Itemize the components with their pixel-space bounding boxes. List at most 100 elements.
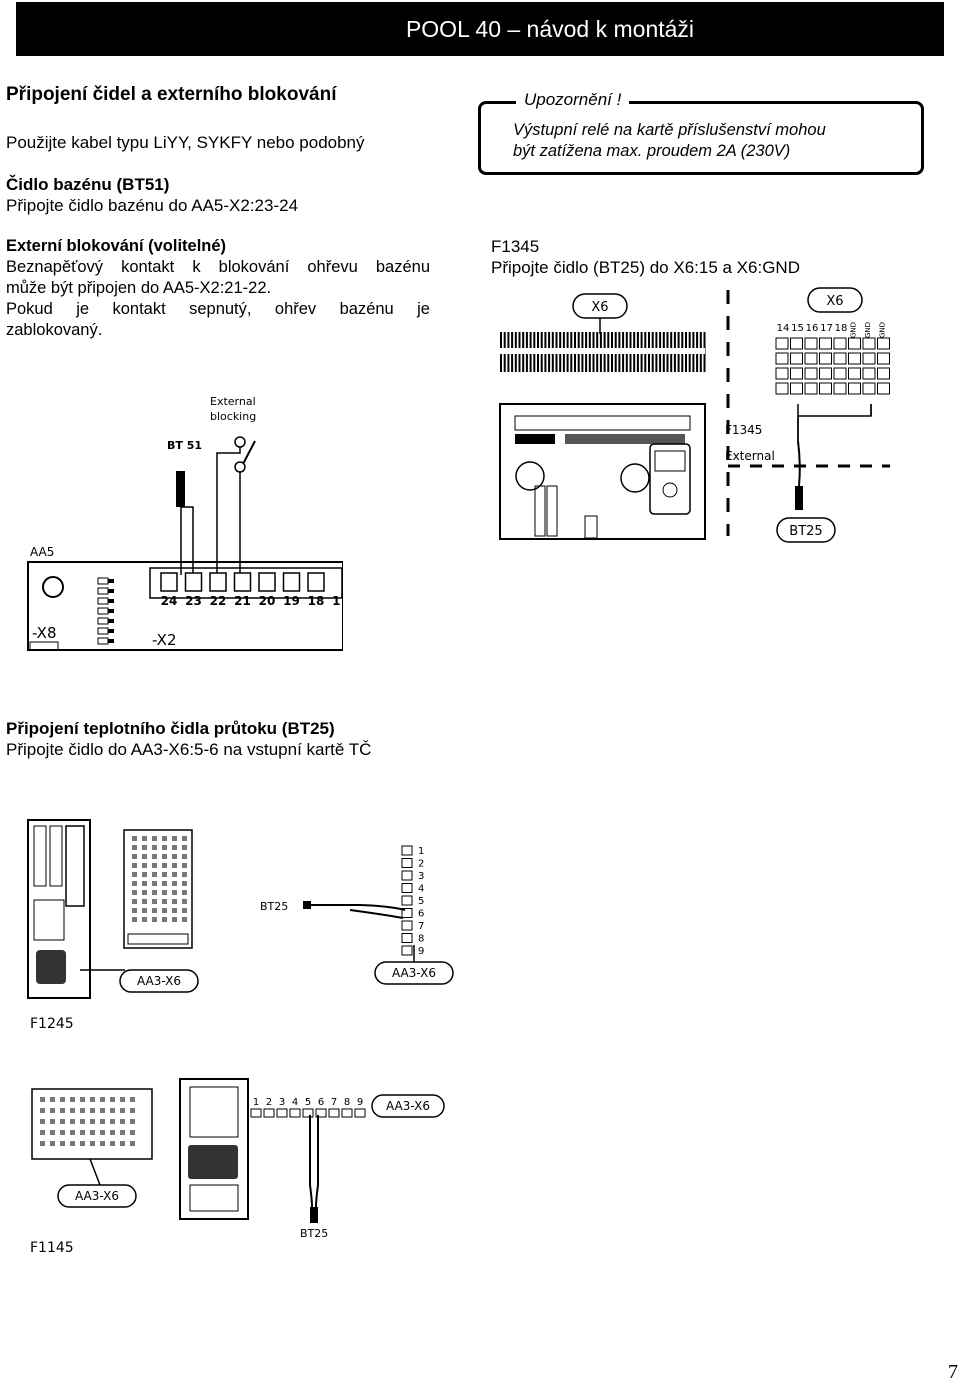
board-pin xyxy=(40,1097,45,1102)
f1245-model-label: F1245 xyxy=(30,1016,74,1032)
board-pin xyxy=(142,836,147,841)
dip-switch xyxy=(97,617,109,625)
f1145-bt25-probe xyxy=(310,1207,318,1223)
board-pin xyxy=(130,1108,135,1113)
board-pin xyxy=(90,1119,95,1124)
board-pin xyxy=(50,1097,55,1102)
board-pin xyxy=(162,890,167,895)
terminal-cell xyxy=(833,382,847,395)
board-pin xyxy=(142,881,147,886)
board-pin xyxy=(120,1108,125,1113)
terminal-label: 3 xyxy=(418,871,424,882)
strip-gap xyxy=(500,348,705,354)
board-pin xyxy=(80,1097,85,1102)
board-pin xyxy=(70,1108,75,1113)
x2-terminal-label: 20 xyxy=(259,594,276,608)
terminal-cell xyxy=(848,352,861,365)
board-pin xyxy=(142,890,147,895)
terminal-cell xyxy=(328,1108,340,1118)
board-pin xyxy=(100,1141,105,1146)
x2-block xyxy=(149,567,343,599)
warning-title: Upozornění ! xyxy=(516,90,630,110)
terminal-label: 2 xyxy=(418,859,424,870)
terminal-label: 18 xyxy=(835,323,848,334)
page-header: POOL 40 – návod k montáži xyxy=(16,2,944,56)
terminal-cell xyxy=(354,1108,366,1118)
board-pin xyxy=(60,1141,65,1146)
dip-switch-knob xyxy=(108,599,114,603)
board-pin xyxy=(182,863,187,868)
x2-terminal-label: 23 xyxy=(185,594,202,608)
board-pin xyxy=(132,836,137,841)
f1345-unit-outline xyxy=(499,403,706,540)
board-pin xyxy=(142,899,147,904)
board-pin xyxy=(100,1130,105,1135)
x2-terminal xyxy=(160,572,178,592)
board-pin xyxy=(40,1108,45,1113)
board-pin xyxy=(152,854,157,859)
terminal-cell xyxy=(790,382,803,395)
f1345-text: Připojte čidlo (BT25) do X6:15 a X6:GND xyxy=(491,258,800,277)
terminal-cell xyxy=(833,367,847,380)
terminal-cell xyxy=(833,352,847,365)
board-pin xyxy=(60,1108,65,1113)
board-pin xyxy=(182,917,187,922)
board-pin xyxy=(132,917,137,922)
terminal-cell xyxy=(790,352,803,365)
external-label: External xyxy=(725,449,775,463)
terminal-label: 9 xyxy=(357,1097,363,1108)
terminal-cell xyxy=(877,367,890,380)
dip-switches xyxy=(97,577,114,645)
switch-lever xyxy=(242,440,256,465)
x2-terminal xyxy=(209,572,227,592)
board-pin xyxy=(162,836,167,841)
f1145-badge-right xyxy=(371,1094,445,1118)
terminal-cell xyxy=(804,367,818,380)
dip-switch-knob xyxy=(108,619,114,623)
terminal-cell xyxy=(775,382,789,395)
board-pin xyxy=(90,1130,95,1135)
blocking-line-2: může být připojen do AA5-X2:21-22. xyxy=(6,279,272,297)
dip-switch xyxy=(97,627,109,635)
terminal-label: 9 xyxy=(418,946,424,957)
board-pin xyxy=(132,908,137,913)
x6-terminal-grid xyxy=(775,337,890,395)
board-pin xyxy=(132,881,137,886)
board-pin xyxy=(130,1141,135,1146)
terminal-label: 7 xyxy=(331,1097,337,1108)
board-pin xyxy=(100,1119,105,1124)
board-pin xyxy=(40,1130,45,1135)
blocking-title: Externí blokování (volitelné) xyxy=(6,237,227,255)
board-pin xyxy=(152,908,157,913)
terminal-cell xyxy=(862,352,876,365)
board-pin xyxy=(132,863,137,868)
x6-right-label: X6 xyxy=(826,294,843,309)
terminal-cell xyxy=(775,352,789,365)
board-pin xyxy=(70,1119,75,1124)
bt25-badge xyxy=(776,517,836,543)
board-pin xyxy=(120,1141,125,1146)
terminal-cell xyxy=(819,382,832,395)
terminal-label: 5 xyxy=(418,896,424,907)
terminal-cell xyxy=(862,382,876,395)
terminal-label: 17 xyxy=(820,323,833,334)
board-pin xyxy=(80,1130,85,1135)
terminal-label: 8 xyxy=(344,1097,350,1108)
aa5-label: AA5 xyxy=(30,545,54,559)
board-pin xyxy=(100,1097,105,1102)
terminal-cell xyxy=(263,1108,275,1118)
board-pin xyxy=(172,872,177,877)
board-pin xyxy=(152,845,157,850)
terminal-label: 4 xyxy=(418,884,424,895)
board-pin xyxy=(152,899,157,904)
x2-terminal xyxy=(184,572,203,592)
terminal-cell xyxy=(401,858,413,868)
board-pin xyxy=(90,1141,95,1146)
blocking-line-4: zablokovaný. xyxy=(6,321,103,339)
board-pin xyxy=(40,1141,45,1146)
f1145-unit-outline xyxy=(179,1078,249,1220)
board-pin xyxy=(182,872,187,877)
f1145-bt25-label: BT25 xyxy=(300,1227,328,1240)
board-pin xyxy=(110,1097,115,1102)
